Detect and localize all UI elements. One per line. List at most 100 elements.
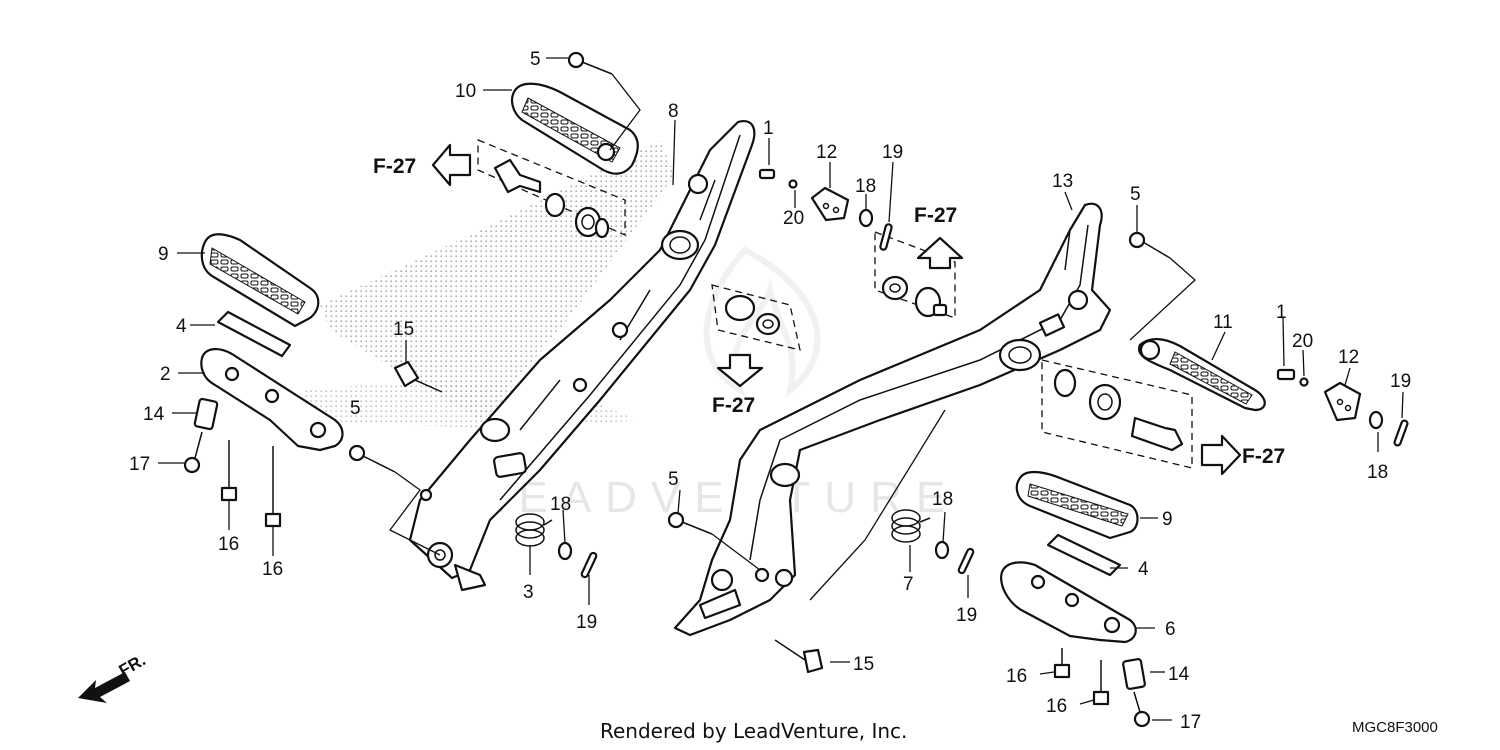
bolt-17-right [1133, 691, 1151, 728]
leader-lines [158, 57, 1404, 721]
step-bar-2 [200, 348, 344, 452]
callout-12: 12 [1338, 347, 1359, 368]
callout-7: 7 [903, 574, 914, 595]
callout-18: 18 [550, 494, 571, 515]
callout-4: 4 [1138, 559, 1149, 580]
callout-20: 20 [783, 208, 804, 229]
callout-15: 15 [393, 319, 414, 340]
callout-2: 2 [160, 364, 171, 385]
callout-16: 16 [262, 559, 283, 580]
arrow-left-icon [431, 143, 472, 187]
callout-15: 15 [853, 654, 874, 675]
bolt-16-d [1092, 660, 1110, 706]
callout-16: 16 [1046, 696, 1067, 717]
dashed-group-center [711, 284, 801, 351]
bolt-16-c [1053, 648, 1071, 679]
ball-20-a [788, 179, 798, 189]
right-pivot-hardware [1053, 368, 1184, 452]
bolt-5-a [567, 51, 613, 75]
collar-14-right [1122, 658, 1146, 690]
arrow-down-icon [716, 353, 764, 388]
top-pivot-hardware [881, 275, 948, 318]
callout-9: 9 [1162, 509, 1173, 530]
footpeg-11 [1137, 338, 1266, 412]
callout-20: 20 [1292, 331, 1313, 352]
spring-1-b [1276, 368, 1296, 381]
callout-19: 19 [576, 612, 597, 633]
arrow-right-icon [1200, 434, 1242, 476]
arrow-up-icon [916, 236, 964, 270]
watermark-logo [703, 246, 821, 398]
bolt-16-a [220, 440, 238, 502]
plate-4-left [216, 310, 292, 358]
callout-9: 9 [158, 244, 169, 265]
callout-4: 4 [176, 316, 187, 337]
callout-5: 5 [1130, 184, 1141, 205]
callout-19: 19 [882, 142, 903, 163]
callout-8: 8 [668, 101, 679, 122]
bolt-17-left [183, 431, 203, 474]
footpeg-rubber-9-left [200, 233, 320, 328]
callout-14: 14 [1168, 664, 1190, 685]
callout-16: 16 [218, 534, 239, 555]
bolt-15-left [393, 360, 443, 393]
callout-16: 16 [1006, 666, 1027, 687]
front-direction-icon [78, 672, 130, 703]
bolt-5-c [667, 511, 713, 535]
ball-20-b [1299, 377, 1309, 387]
washer-18-a [858, 208, 874, 228]
callout-5: 5 [530, 49, 541, 70]
detent-plate-12-a [810, 186, 850, 222]
callout-12: 12 [816, 142, 837, 163]
callout-11: 11 [1213, 312, 1233, 333]
credit-text: Rendered by LeadVenture, Inc. [600, 719, 907, 743]
spring-7 [891, 509, 931, 543]
callout-14: 14 [143, 404, 165, 425]
callout-10: 10 [455, 81, 476, 102]
reference-label: F-27 [373, 155, 416, 178]
bolt-16-b [264, 446, 282, 528]
reference-label: F-27 [712, 394, 755, 417]
pin-19-c [957, 547, 975, 575]
center-pivot-hardware [724, 294, 781, 336]
callout-5: 5 [668, 469, 679, 490]
pin-19-b [580, 551, 598, 579]
watermark-text: LEADVENTURE [480, 473, 959, 522]
bolt-15-right [774, 639, 824, 674]
callout-19: 19 [1390, 371, 1411, 392]
callout-18: 18 [855, 176, 876, 197]
callout-19: 19 [956, 605, 977, 626]
footpeg-rubber-9-right [1015, 470, 1139, 540]
left-step-holder-bracket [408, 120, 756, 592]
callout-18: 18 [932, 489, 953, 510]
plate-4-right [1046, 533, 1122, 577]
footpeg-10 [511, 82, 639, 175]
bolt-5-d [1128, 231, 1171, 259]
detent-plate-12-b [1323, 381, 1362, 422]
washer-18-c [934, 540, 950, 560]
washer-18-d [1368, 410, 1384, 430]
pin-19-a [879, 223, 893, 251]
stipple-shading [320, 140, 675, 420]
right-step-holder-bracket [673, 202, 1112, 637]
callout-17: 17 [1180, 712, 1201, 733]
pin-19-d [1393, 419, 1409, 447]
left-pivot-hardware [493, 158, 610, 239]
washer-18-b [557, 541, 573, 561]
collar-14-left [193, 397, 219, 431]
callout-1: 1 [1276, 302, 1287, 323]
callouts: 5 10 8 1 12 19 18 20 13 5 9 4 15 2 5 14 … [129, 49, 1411, 733]
callout-5: 5 [350, 398, 361, 419]
dashed-group-right [1041, 359, 1193, 469]
spring-1-a [758, 168, 776, 180]
callout-1: 1 [763, 118, 774, 139]
dashed-group-left [477, 139, 626, 236]
callout-17: 17 [129, 454, 150, 475]
diagram-code: MGC8F3000 [1352, 719, 1438, 736]
callout-6: 6 [1165, 619, 1176, 640]
callout-13: 13 [1052, 171, 1073, 192]
dashed-group-top [874, 231, 956, 319]
bolt-5-b [348, 444, 396, 473]
